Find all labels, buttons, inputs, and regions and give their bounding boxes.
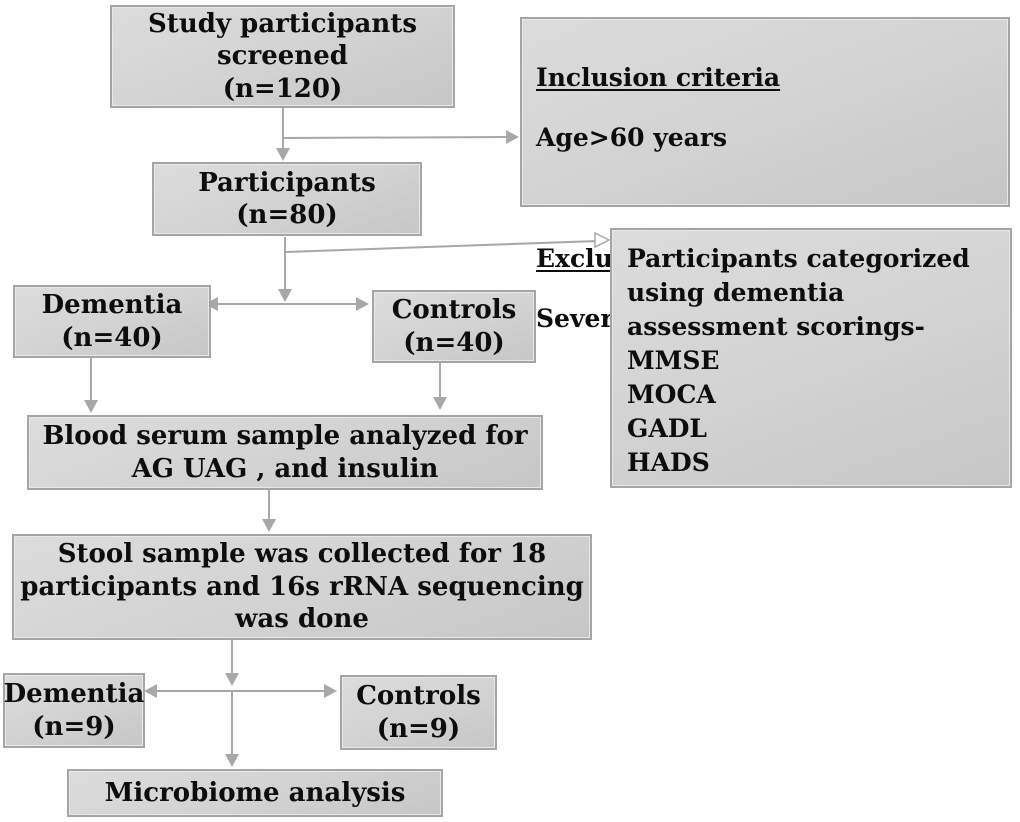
arrow-down-icon: [84, 400, 98, 413]
box-controls-n40: Controls (n=40): [372, 290, 536, 363]
arrow-left-icon: [144, 684, 157, 698]
arrow-down-icon: [276, 148, 290, 161]
connector-screened-to-participants: [276, 108, 290, 161]
box-criteria: Inclusion criteria Age>60 years Exclusio…: [520, 17, 1010, 333]
arrow-right-icon: [324, 684, 337, 698]
connector-stool-down: [225, 640, 239, 767]
connector-dementia40-to-blood: [84, 358, 98, 413]
box-participants-n80: Participants (n=80): [152, 162, 422, 236]
connector-to-criteria: [282, 130, 519, 144]
box-dementia-n40: Dementia (n=40): [13, 285, 211, 358]
connector-split-n40: [205, 297, 369, 311]
inclusion-criteria-item: Age>60 years: [536, 123, 728, 152]
box-blood-serum-analysis: Blood serum sample analyzed for AG UAG ,…: [27, 415, 543, 490]
arrow-right-open-icon: [594, 231, 611, 249]
box-microbiome-analysis: Microbiome analysis: [67, 769, 443, 817]
connector-blood-to-stool: [262, 490, 276, 532]
arrow-down-icon: [225, 754, 239, 767]
connector-split-n9: [144, 684, 337, 698]
inclusion-criteria-heading: Inclusion criteria: [536, 63, 781, 92]
connector-participants-down: [278, 237, 292, 302]
connector-to-categorized: [285, 231, 611, 253]
arrow-down-icon: [225, 673, 239, 686]
arrow-left-icon: [205, 297, 218, 311]
box-study-participants-screened: Study participants screened (n=120): [110, 5, 455, 108]
arrow-right-icon: [356, 297, 369, 311]
arrow-down-icon: [278, 289, 292, 302]
box-dementia-n9: Dementia (n=9): [3, 673, 145, 748]
criteria-spacer: [536, 183, 972, 214]
connector-controls40-to-blood: [433, 363, 447, 410]
box-participants-categorized: Participants categorized using dementia …: [610, 228, 1012, 488]
arrow-right-icon: [506, 130, 519, 144]
arrow-down-icon: [433, 397, 447, 410]
box-controls-n9: Controls (n=9): [340, 675, 497, 750]
arrow-down-icon: [262, 519, 276, 532]
box-stool-sample-sequencing: Stool sample was collected for 18 partic…: [12, 534, 592, 640]
